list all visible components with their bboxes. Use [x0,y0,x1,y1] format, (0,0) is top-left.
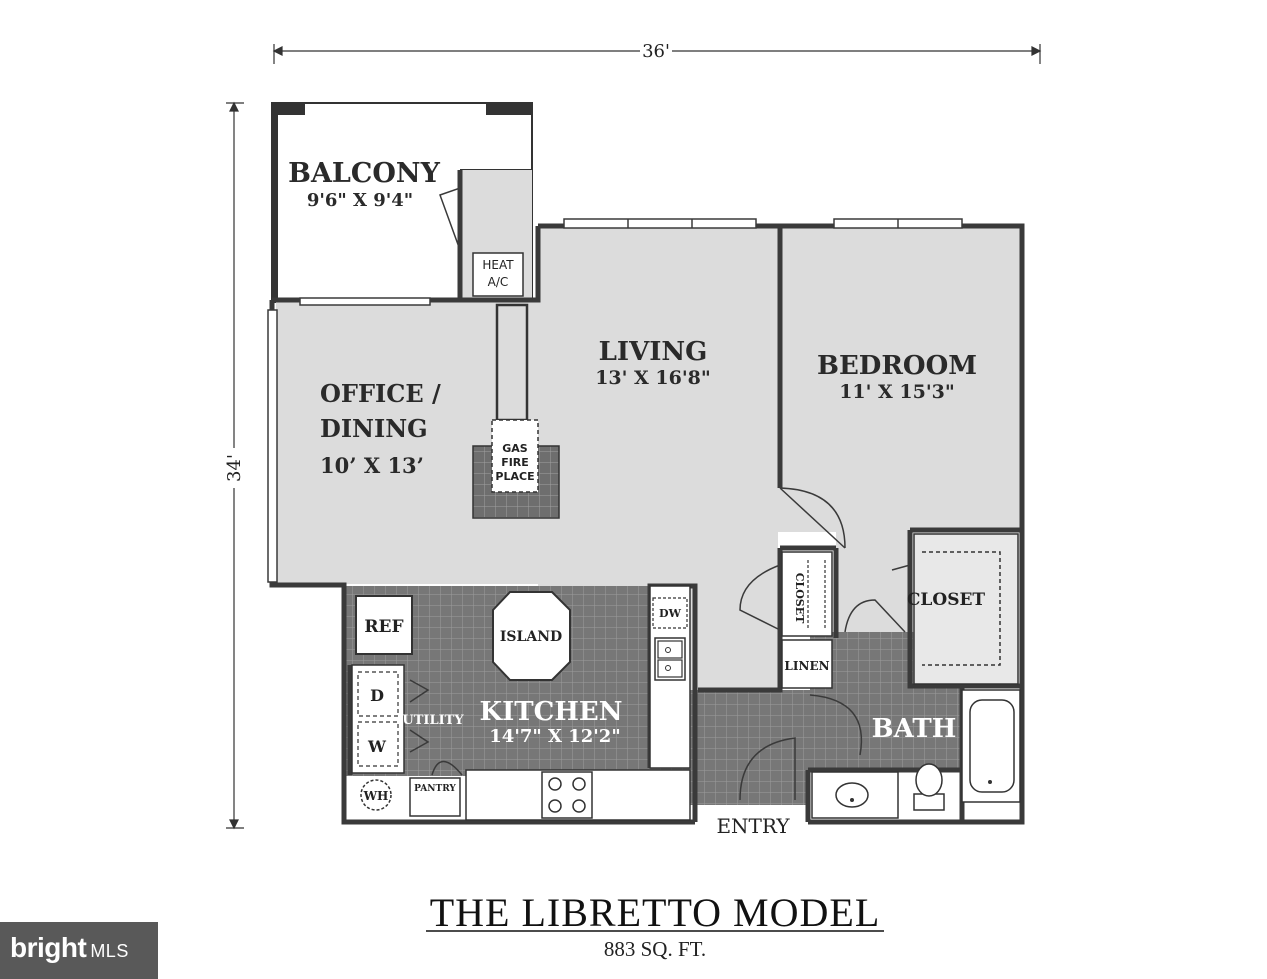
height-dimension [226,101,244,830]
kitchen-size: 14'7" X 12'2" [489,726,620,747]
heat-ac-unit: HEAT A/C [472,252,524,297]
windows [267,218,963,583]
utility-area: D W UTILITY WH PANTRY [351,664,464,817]
water-heater-label: WH [363,789,389,803]
bedroom-closet-label: CLOSET [907,590,986,610]
bathtub [961,689,1021,803]
balcony-size: 9'6" X 9'4" [307,190,413,211]
utility-label: UTILITY [402,713,464,728]
bath-name: BATH [872,714,957,744]
bath-vanity [811,771,899,819]
pantry-label: PANTRY [414,784,456,794]
gas-fireplace: GAS FIRE PLACE [472,303,560,519]
bedroom-size: 11' X 15'3" [839,381,955,403]
entry-label: ENTRY [716,814,790,838]
office-name-2: DINING [320,414,428,443]
watermark-brand: bright [10,932,87,963]
model-title: THE LIBRETTO MODEL [430,890,881,935]
width-dimension [272,44,1042,64]
hall-closet-label: CLOSET [793,573,806,624]
dryer-label: D [370,686,384,705]
kitchen-island: ISLAND [492,591,571,681]
kitchen-name: KITCHEN [480,697,623,727]
ref-label: REF [364,617,403,637]
island-label: ISLAND [500,629,562,645]
watermark-suffix: MLS [90,941,129,961]
model-area: 883 SQ. FT. [604,937,706,961]
brightmls-watermark: bright MLS [0,922,158,979]
washer-label: W [367,737,387,756]
linen-closet: LINEN [781,639,833,689]
balcony-name: BALCONY [288,158,440,189]
heat-ac-label-1: HEAT [482,258,514,272]
living-size: 13' X 16'8" [595,367,711,389]
linen-label: LINEN [784,659,829,673]
toilet [913,763,945,811]
office-size: 10’ X 13’ [320,453,424,478]
dishwasher-label: DW [659,607,682,620]
refrigerator: REF [355,595,413,655]
height-dimension-label: 34' [224,454,245,482]
door-swings [409,186,911,801]
fireplace-label-1: GAS [502,442,528,455]
fireplace-label-3: PLACE [495,470,534,483]
stove [541,771,593,819]
bedroom-name: BEDROOM [817,351,977,381]
hall-closet: CLOSET [781,551,833,637]
width-dimension-label: 36' [642,41,670,62]
bedroom-closet: CLOSET [907,533,1019,685]
fireplace-label-2: FIRE [501,456,529,469]
heat-ac-label-2: A/C [488,275,509,289]
living-name: LIVING [599,337,708,367]
office-name-1: OFFICE / [320,379,441,408]
